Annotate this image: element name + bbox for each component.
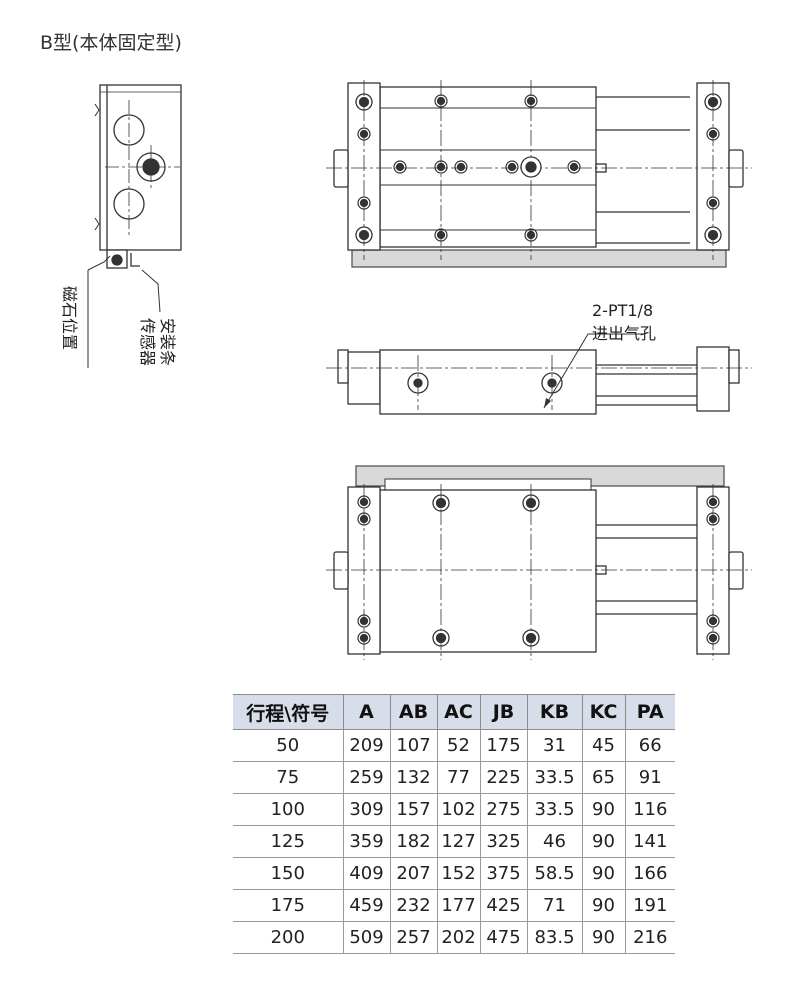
table-row: 175 459 232 177 425 71 90 191 [233,889,675,922]
table-cell: 359 [342,825,391,858]
table-row: 200 509 257 202 475 83.5 90 216 [233,921,675,954]
top-view [326,80,752,268]
table-cell: 107 [389,729,438,762]
header-jb: JB [479,694,528,730]
table-cell: 257 [389,921,438,954]
end-view-labels: 磁石位置 传感器 安装条 [60,286,177,366]
table-cell: 31 [526,729,583,762]
table-cell: 33.5 [526,793,583,826]
header-pa: PA [624,694,675,730]
table-cell: 125 [233,825,344,858]
table-row: 100 309 157 102 275 33.5 90 116 [233,793,675,826]
bottom-view [326,465,752,660]
table-cell: 150 [233,857,344,890]
table-cell: 152 [436,857,481,890]
table-cell: 157 [389,793,438,826]
table-cell: 91 [624,761,675,794]
table-cell: 207 [389,857,438,890]
header-kc: KC [581,694,626,730]
table-cell: 83.5 [526,921,583,954]
table-header-row: 行程\符号 A AB AC JB KB KC PA [233,694,675,730]
table-cell: 275 [479,793,528,826]
table-cell: 259 [342,761,391,794]
end-view [87,84,182,368]
table-cell: 200 [233,921,344,954]
table-cell: 90 [581,889,626,922]
table-cell: 116 [624,793,675,826]
table-row: 50 209 107 52 175 31 45 66 [233,729,675,762]
table-cell: 46 [526,825,583,858]
page-title: B型(本体固定型) [40,32,182,54]
table-cell: 90 [581,921,626,954]
technical-drawing: 磁石位置 传感器 安装条 [60,80,752,660]
table-cell: 309 [342,793,391,826]
table-cell: 216 [624,921,675,954]
table-cell: 132 [389,761,438,794]
table-cell: 100 [233,793,344,826]
header-a: A [342,694,391,730]
table-cell: 90 [581,857,626,890]
table-cell: 177 [436,889,481,922]
port-name-label: 进出气孔 [592,324,656,343]
table-cell: 141 [624,825,675,858]
table-cell: 127 [436,825,481,858]
table-cell: 175 [233,889,344,922]
table-cell: 50 [233,729,344,762]
table-cell: 509 [342,921,391,954]
table-cell: 75 [233,761,344,794]
table-row: 125 359 182 127 325 46 90 141 [233,825,675,858]
sensor-mount-label-1: 传感器 [138,318,157,366]
table-cell: 182 [389,825,438,858]
table-cell: 325 [479,825,528,858]
header-kb: KB [526,694,583,730]
table-row: 75 259 132 77 225 33.5 65 91 [233,761,675,794]
table-cell: 459 [342,889,391,922]
header-stroke-symbol: 行程\符号 [233,694,344,730]
port-labels: 2-PT1/8 进出气孔 [592,301,656,343]
table-cell: 375 [479,857,528,890]
dimension-table: 行程\符号 A AB AC JB KB KC PA 50 209 107 52 … [233,694,675,954]
table-cell: 65 [581,761,626,794]
table-cell: 209 [342,729,391,762]
table-cell: 58.5 [526,857,583,890]
port-spec-label: 2-PT1/8 [592,301,653,320]
table-cell: 175 [479,729,528,762]
table-cell: 66 [624,729,675,762]
table-cell: 425 [479,889,528,922]
table-cell: 77 [436,761,481,794]
sensor-mount-label-2: 安装条 [158,318,177,366]
table-cell: 166 [624,857,675,890]
table-cell: 71 [526,889,583,922]
side-view [326,333,752,415]
magnet-position-label: 磁石位置 [60,286,79,350]
table-cell: 232 [389,889,438,922]
table-cell: 33.5 [526,761,583,794]
table-cell: 191 [624,889,675,922]
table-cell: 409 [342,857,391,890]
table-cell: 202 [436,921,481,954]
table-cell: 52 [436,729,481,762]
table-cell: 90 [581,825,626,858]
table-row: 150 409 207 152 375 58.5 90 166 [233,857,675,890]
table-cell: 45 [581,729,626,762]
table-cell: 90 [581,793,626,826]
header-ac: AC [436,694,481,730]
table-cell: 225 [479,761,528,794]
header-ab: AB [389,694,438,730]
table-cell: 475 [479,921,528,954]
table-cell: 102 [436,793,481,826]
